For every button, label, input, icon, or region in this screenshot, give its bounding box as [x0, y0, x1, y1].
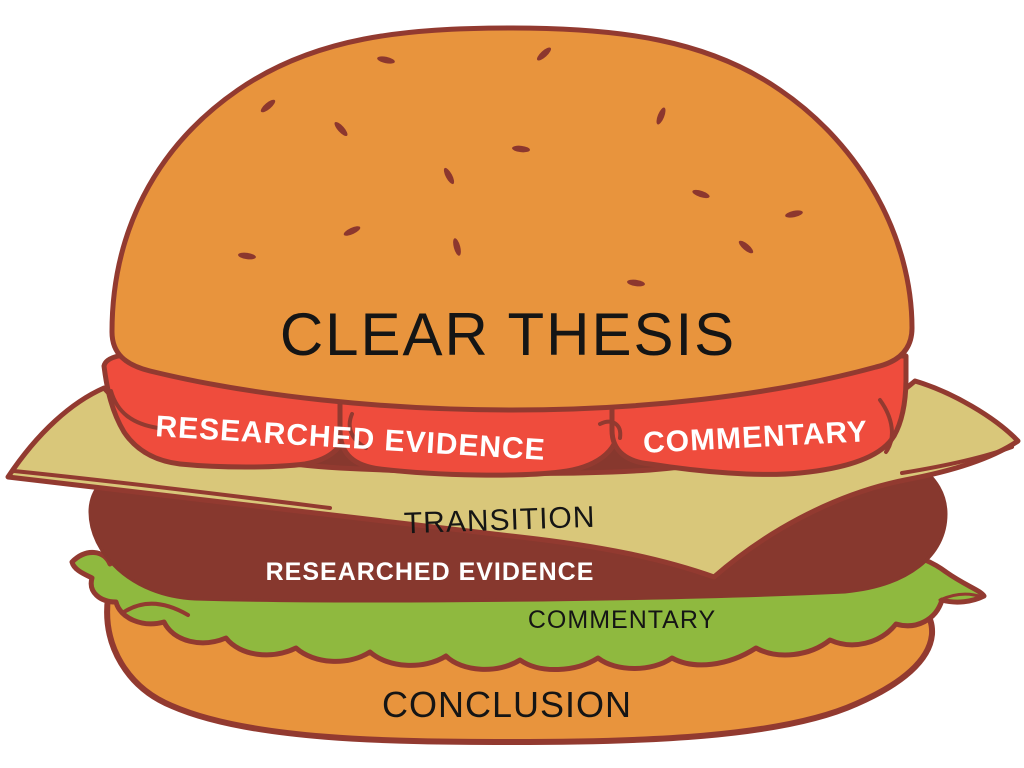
tomato-detail-arc-right — [598, 419, 623, 440]
bottom-bun-fold-detail — [122, 601, 190, 617]
sesame-seed — [334, 121, 348, 137]
sesame-seed — [738, 240, 754, 254]
sesame-seed — [443, 167, 455, 185]
top-bun-layer: CLEAR THESIS — [109, 25, 915, 413]
top-bun-shape — [109, 25, 915, 413]
sesame-seeds — [238, 47, 803, 287]
sesame-seed — [343, 226, 361, 236]
top-bun-label: CLEAR THESIS — [280, 301, 736, 368]
patty-label: RESEARCHED EVIDENCE — [266, 558, 595, 586]
sesame-seed — [453, 238, 461, 256]
sesame-seed — [692, 189, 710, 199]
tomato-detail-arc-right-inner — [878, 398, 894, 454]
sesame-seed — [512, 145, 530, 153]
sesame-seed — [785, 210, 803, 218]
bottom-bun-fold-detail-right — [938, 592, 984, 602]
sesame-seed — [260, 99, 276, 113]
sesame-seed — [536, 47, 552, 61]
sesame-seed — [656, 107, 666, 125]
tomato-detail-arc-middle — [347, 412, 368, 450]
sesame-seed — [238, 252, 256, 260]
lettuce-label: COMMENTARY — [528, 606, 716, 634]
tomato-detail-arc-left — [109, 389, 160, 430]
cheese-fold-line-left — [12, 469, 332, 510]
sesame-seed — [627, 279, 645, 287]
cheese-fold-line-right — [900, 445, 1014, 475]
sesame-seed — [377, 56, 395, 64]
bottom-bun-label: CONCLUSION — [382, 684, 632, 725]
cheese-label: TRANSITION — [403, 501, 596, 541]
